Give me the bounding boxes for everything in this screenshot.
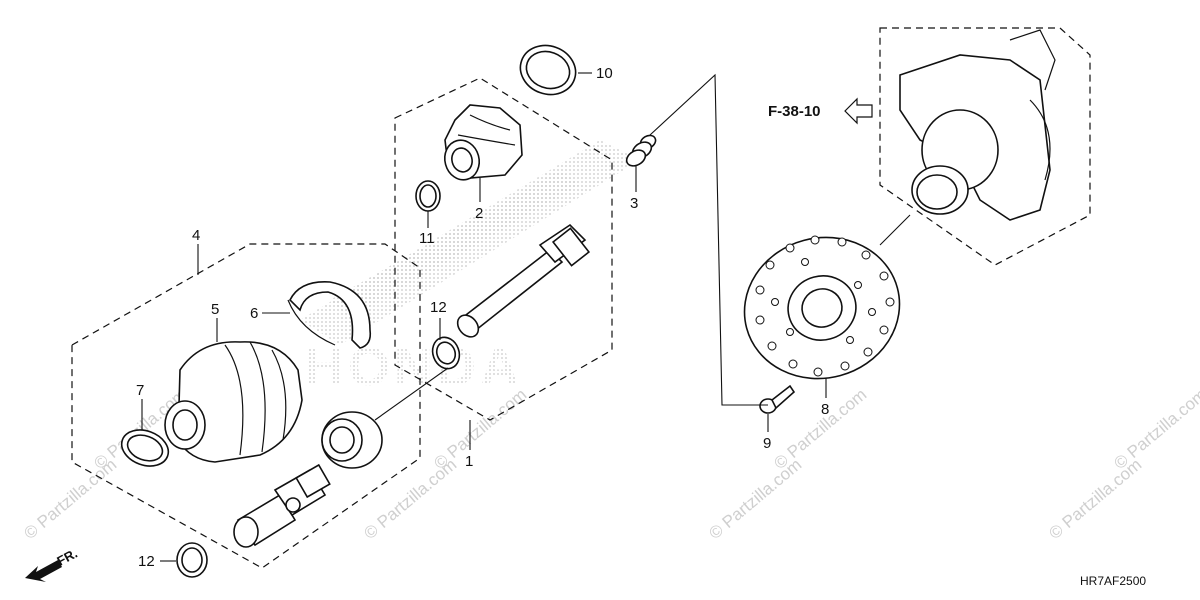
seal-bearing[interactable] [321,411,383,469]
label-11: 11 [419,230,435,247]
label-7: 7 [136,382,144,399]
o-ring-11[interactable] [415,180,441,212]
label-1: 1 [465,453,473,470]
o-ring-10[interactable] [513,38,582,102]
front-direction-indicator: FR. [25,546,80,582]
shaft-assembly-outline [394,77,613,421]
label-12-upper: 12 [430,299,447,316]
honda-logo-text: HONDA [305,337,523,397]
arrow-left-icon [844,97,873,125]
o-ring-12-upper[interactable] [428,334,463,373]
o-ring-12-lower[interactable] [176,542,208,578]
honda-logo-watermark: HONDA [300,140,640,397]
label-6: 6 [250,305,258,322]
part-number-labels: 10 2 11 3 12 4 5 6 7 8 9 1 12 [136,65,829,570]
label-9: 9 [763,435,771,452]
watermark: © Partzilla.com [430,385,530,473]
inner-boot-2[interactable] [440,104,523,184]
label-4: 4 [192,227,200,244]
diagram-code: HR7AF2500 [1080,574,1146,588]
watermark: © Partzilla.com [1045,455,1145,543]
boot-band-6[interactable] [287,281,372,349]
outer-boot-5[interactable] [164,341,303,463]
watermark: © Partzilla.com [705,455,805,543]
label-2: 2 [475,205,483,222]
label-12-lower: 12 [138,553,155,570]
hub-knuckle[interactable] [899,29,1056,221]
label-3: 3 [630,195,638,212]
brake-disc-8[interactable] [729,220,916,396]
hub-outline [879,27,1091,266]
label-8: 8 [821,401,829,418]
boot-clip-7[interactable] [117,424,174,472]
spring-3[interactable] [624,133,658,169]
leader-lines [141,72,911,562]
reference-f-38-10[interactable]: F-38-10 [768,97,873,125]
bolt-9[interactable] [759,384,796,414]
label-10: 10 [596,65,613,82]
drive-shaft[interactable] [453,223,591,341]
watermark: © Partzilla.com [1110,385,1200,473]
front-arrow-icon [25,560,62,582]
label-5: 5 [211,301,219,318]
reference-label[interactable]: F-38-10 [768,103,821,120]
universal-joint[interactable] [233,463,331,548]
